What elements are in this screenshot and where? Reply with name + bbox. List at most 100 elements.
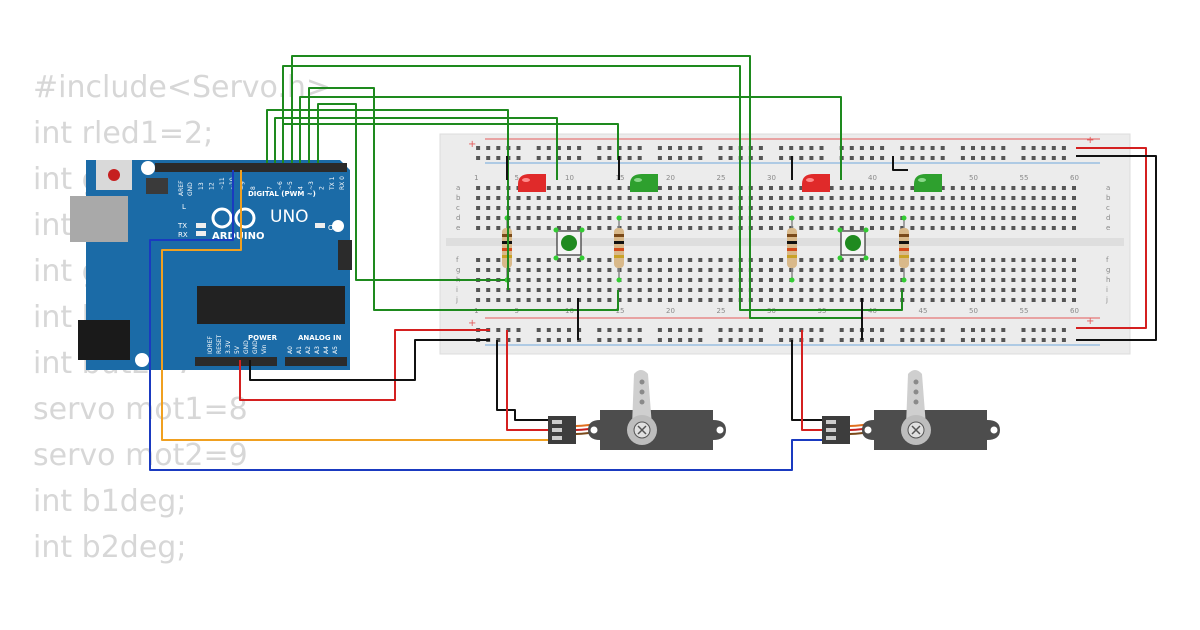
wire-green[interactable] bbox=[299, 96, 842, 180]
wire-green[interactable] bbox=[317, 103, 505, 281]
bb-column-number: 50 bbox=[969, 307, 978, 315]
wire-green[interactable] bbox=[274, 117, 558, 180]
code-line: servo mot1=8 bbox=[33, 392, 248, 427]
bb-row-letter: e bbox=[456, 224, 460, 232]
arduino-pin-label: 5V bbox=[234, 345, 241, 354]
bb-row-letter: f bbox=[1106, 256, 1109, 264]
arduino-pin-label: Vin bbox=[261, 344, 268, 354]
bb-column-number: 15 bbox=[616, 307, 625, 315]
bb-row-letter: f bbox=[456, 256, 459, 264]
header-analog bbox=[285, 357, 347, 366]
bb-column-number: 1 bbox=[474, 174, 478, 182]
analog-label: ANALOG IN bbox=[298, 334, 342, 342]
servo-motor[interactable] bbox=[548, 370, 726, 450]
bb-row-letter: h bbox=[1106, 276, 1110, 284]
bb-row-letter: d bbox=[1106, 214, 1110, 222]
wire-red[interactable] bbox=[1076, 147, 1147, 329]
arduino-pin-label: 13 bbox=[198, 182, 205, 190]
digital-label: DIGITAL (PWM ~) bbox=[248, 190, 316, 198]
arduino-pin-label: ~9 bbox=[240, 181, 247, 190]
red-led[interactable] bbox=[802, 174, 830, 192]
arduino-pin-label: ~6 bbox=[277, 181, 284, 190]
arduino-pin-label: 4 bbox=[298, 186, 305, 190]
rail-plus-label: + bbox=[468, 318, 476, 329]
arduino-pin-label: 8 bbox=[250, 186, 257, 190]
bb-row-letter: a bbox=[1106, 184, 1110, 192]
bb-column-number: 30 bbox=[767, 174, 776, 182]
bb-column-number: 40 bbox=[868, 174, 877, 182]
rail-plus-label: + bbox=[468, 139, 476, 150]
bb-row-letter: g bbox=[1106, 266, 1110, 274]
header-top-right bbox=[265, 163, 347, 172]
arduino-pin-label: A3 bbox=[314, 346, 321, 354]
arduino-pin-label: 7 bbox=[266, 186, 273, 190]
bb-row-letter: j bbox=[1105, 296, 1108, 304]
wire-blue[interactable] bbox=[149, 170, 822, 471]
arduino-uno-board: UNO ARDUINO DIGITAL (PWM ~) POWER ANALOG… bbox=[70, 160, 352, 370]
bb-column-number: 10 bbox=[565, 174, 574, 182]
code-line: int b1deg; bbox=[33, 484, 187, 519]
arduino-pin-label: ~5 bbox=[287, 181, 294, 190]
wire-black[interactable] bbox=[791, 340, 822, 421]
bb-column-number: 20 bbox=[666, 174, 675, 182]
tx-label: TX bbox=[177, 222, 187, 230]
bb-column-number: 60 bbox=[1070, 307, 1079, 315]
wire-black[interactable] bbox=[892, 156, 908, 171]
bb-row-letter: i bbox=[1106, 286, 1108, 294]
wire-black[interactable] bbox=[496, 340, 548, 421]
wire-yellow[interactable] bbox=[161, 170, 548, 441]
wire-red[interactable] bbox=[239, 329, 490, 401]
wire-green[interactable] bbox=[308, 87, 619, 311]
wire-red[interactable] bbox=[506, 330, 548, 431]
arduino-pin-label: A5 bbox=[332, 346, 339, 354]
pushbutton[interactable] bbox=[553, 227, 585, 261]
on-label: ON bbox=[328, 224, 339, 232]
green-led[interactable] bbox=[630, 174, 658, 192]
power-jack bbox=[78, 320, 130, 360]
usb-port bbox=[70, 196, 128, 242]
arduino-pin-label: RESET bbox=[216, 334, 223, 354]
code-line: servo mot2=9 bbox=[33, 438, 248, 473]
arduino-pin-label: ~3 bbox=[308, 181, 315, 190]
wire-black[interactable] bbox=[1076, 155, 1157, 341]
bb-column-number: 60 bbox=[1070, 174, 1079, 182]
bb-column-number: 55 bbox=[1020, 307, 1029, 315]
wire-black[interactable] bbox=[249, 339, 490, 381]
wire-green[interactable] bbox=[266, 109, 509, 290]
arduino-pin-label: RX 0 bbox=[339, 176, 346, 190]
bb-row-letter: c bbox=[1106, 204, 1110, 212]
arduino-pin-label: GND bbox=[243, 340, 250, 354]
arduino-pin-label: A4 bbox=[323, 346, 330, 354]
arduino-pin-label: AREF bbox=[178, 180, 185, 196]
arduino-pin-label: GND bbox=[252, 340, 259, 354]
rail-plus-label: + bbox=[1086, 316, 1094, 327]
green-led[interactable] bbox=[914, 174, 942, 192]
resistor[interactable] bbox=[614, 215, 624, 283]
resistor[interactable] bbox=[787, 215, 797, 283]
bb-row-letter: g bbox=[456, 266, 460, 274]
bb-row-letter: b bbox=[456, 194, 461, 202]
bb-column-number: 50 bbox=[969, 174, 978, 182]
red-led[interactable] bbox=[518, 174, 546, 192]
servo-motor[interactable] bbox=[822, 370, 1000, 450]
bb-row-letter: b bbox=[1106, 194, 1111, 202]
arduino-logo bbox=[211, 207, 256, 229]
bb-column-number: 45 bbox=[919, 307, 928, 315]
bb-row-letter: e bbox=[1106, 224, 1110, 232]
uno-label: UNO bbox=[270, 207, 309, 227]
wire-green[interactable] bbox=[282, 65, 903, 311]
code-line: #include<Servo.h> bbox=[33, 70, 332, 105]
resistor[interactable] bbox=[899, 215, 909, 283]
bb-column-number: 55 bbox=[1020, 174, 1029, 182]
bb-column-number: 25 bbox=[717, 307, 726, 315]
power-label: POWER bbox=[248, 334, 278, 342]
wire-red[interactable] bbox=[801, 330, 822, 431]
arduino-pin-label: 12 bbox=[208, 182, 215, 190]
bb-row-letter: d bbox=[456, 214, 460, 222]
pushbutton[interactable] bbox=[837, 227, 869, 261]
arduino-pin-label: 2 bbox=[318, 186, 325, 190]
code-line: int b2deg; bbox=[33, 530, 187, 565]
breadboard: 1155101015152020252530303535404045455050… bbox=[439, 133, 1131, 355]
